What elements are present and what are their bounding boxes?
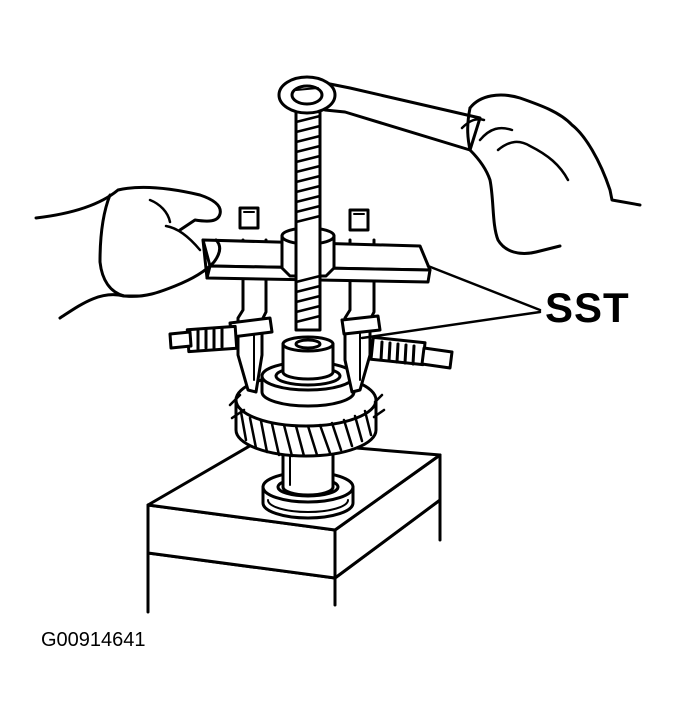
bolts	[170, 326, 452, 368]
callout-label-sst: SST	[545, 284, 630, 331]
bearing	[262, 337, 354, 406]
callout-leaders	[362, 266, 540, 338]
hand-left	[36, 188, 220, 318]
figure-id: G00914641	[41, 629, 146, 651]
forcing-screw	[296, 100, 320, 330]
hand-right	[462, 95, 640, 253]
